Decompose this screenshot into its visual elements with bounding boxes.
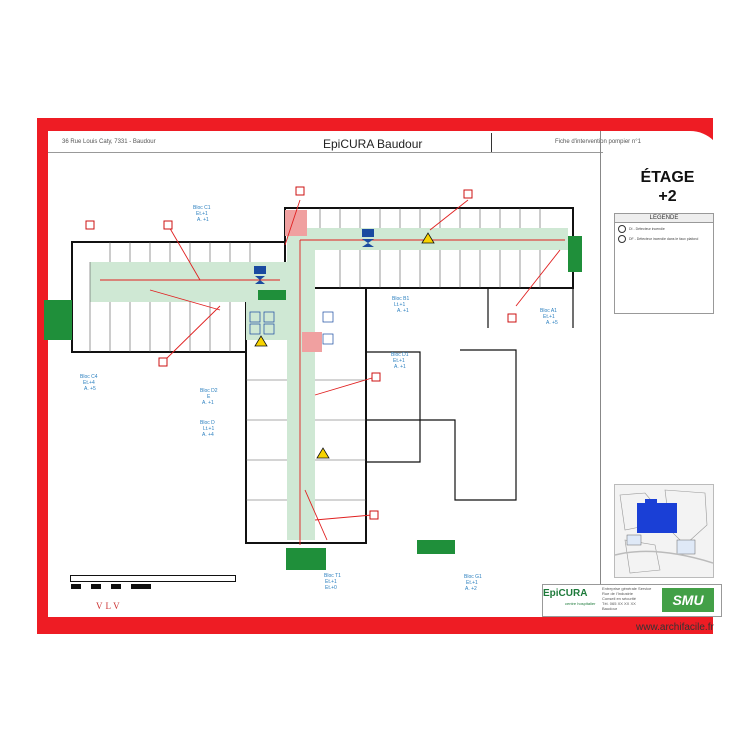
block-label: Bloc T1 Et.+1 Et.+0 [324,573,341,591]
svg-text:Et.+1: Et.+1 [466,580,478,586]
block-label: Bloc C1 Et.+1 A. +1 [193,205,211,223]
svg-text:Et.+1: Et.+1 [393,358,405,364]
floor-label: ÉTAGE +2 [600,168,735,206]
svg-text:Et.+0: Et.+0 [325,585,337,591]
page-title: EpiCURA Baudour [323,137,423,151]
valve-icons [254,229,374,284]
svg-text:Bloc D: Bloc D [200,420,215,426]
warning-triangles [254,232,435,459]
legend-item: DF - Détecteur incendie dans le faux pla… [615,233,713,243]
contractor-line: Tél. 065 XX XX XX [602,601,636,606]
legend-item-label: DI - Détecteur incendie [629,227,665,231]
contractor-line: Entreprise générale Service [602,586,652,591]
svg-text:Bloc T1: Bloc T1 [324,573,341,579]
block-annotations: Bloc C1 Et.+1 A. +1 Bloc B1 Lt.+1 A. +1 … [80,205,558,592]
svg-text:Bloc G1: Bloc G1 [464,574,482,580]
block-label: Bloc G1 Et.+1 A. +2 [464,574,482,592]
legend-box: LEGENDE DI - Détecteur incendie DF - Dét… [614,213,714,314]
svg-text:A. +1: A. +1 [394,364,406,370]
block-label: Bloc D2 E A. +1 [200,388,218,406]
contractor-line: Baudour [602,606,618,611]
epicura-logo: EpiCURA [543,588,588,599]
detector-icon [618,225,626,233]
svg-text:Et.+1: Et.+1 [325,579,337,585]
legend-title: LEGENDE [615,214,713,223]
svg-text:E: E [207,394,211,400]
evacuation-routes [100,199,565,545]
corridors [90,228,568,540]
building-walls [71,207,574,544]
contractor-details: Entreprise générale Service Rue de l'Ind… [602,586,651,611]
author-initials: VLV [96,601,123,611]
block-label: Bloc C4 Et.+4 A. +5 [80,374,98,392]
technical-rooms [249,311,334,345]
header-divider [48,152,603,153]
ceiling-detector-icon [618,235,626,243]
header-separator [491,133,492,152]
svg-text:A. +1: A. +1 [197,217,209,223]
adjacent-building [366,288,574,501]
legend-item: DI - Détecteur incendie [615,223,713,233]
detector-markers [85,186,517,520]
svg-text:Bloc C1: Bloc C1 [193,205,211,211]
floor-label-line1: ÉTAGE [640,169,695,186]
contractor-line: Conseil en sécurité [602,596,637,601]
scale-bar [70,575,236,589]
address-text: 36 Rue Louis Caty, 7331 - Baudour [62,139,156,145]
legend-item-label: DF - Détecteur incendie dans le faux pla… [629,237,699,241]
svg-text:Et.+1: Et.+1 [543,314,555,320]
svg-text:Bloc D1: Bloc D1 [391,352,409,358]
block-label: Bloc D1 Et.+1 A. +1 [391,352,409,370]
svg-text:Et.+1: Et.+1 [196,211,208,217]
rooms [89,208,541,501]
svg-text:A. +5: A. +5 [84,386,96,392]
svg-text:A. +4: A. +4 [202,432,214,438]
epicura-logo-subtitle: centre hospitalier [565,601,596,606]
svg-text:Bloc B1: Bloc B1 [392,296,409,302]
svg-text:A. +1: A. +1 [397,308,409,314]
svg-text:Bloc C4: Bloc C4 [80,374,98,380]
svg-text:Et.+4: Et.+4 [83,380,95,386]
svg-text:Lt.+1: Lt.+1 [394,302,405,308]
site-location-map [614,484,714,578]
block-label: Bloc A1 Et.+1 A. +5 [540,308,558,326]
panel-divider [600,131,601,585]
watermark: www.archifacile.fr [636,622,714,633]
site-map-drawing [615,485,713,577]
contractor-line: Rue de l'Industrie [602,591,634,596]
svg-text:Lt.+1: Lt.+1 [203,426,214,432]
emergency-exits [44,236,582,570]
svg-text:A. +2: A. +2 [465,586,477,592]
svg-text:Bloc A1: Bloc A1 [540,308,557,314]
header-right-text: Fiche d'intervention pompier n°1 [555,139,641,145]
block-label: Bloc B1 Lt.+1 A. +1 [392,296,409,314]
smu-logo: SMU [662,588,714,612]
svg-text:A. +5: A. +5 [546,320,558,326]
floor-label-line2: +2 [658,188,677,205]
scale-bar-drawing [71,584,151,589]
block-label: Bloc D Lt.+1 A. +4 [200,420,215,438]
svg-text:Bloc D2: Bloc D2 [200,388,218,394]
svg-text:A. +1: A. +1 [202,400,214,406]
